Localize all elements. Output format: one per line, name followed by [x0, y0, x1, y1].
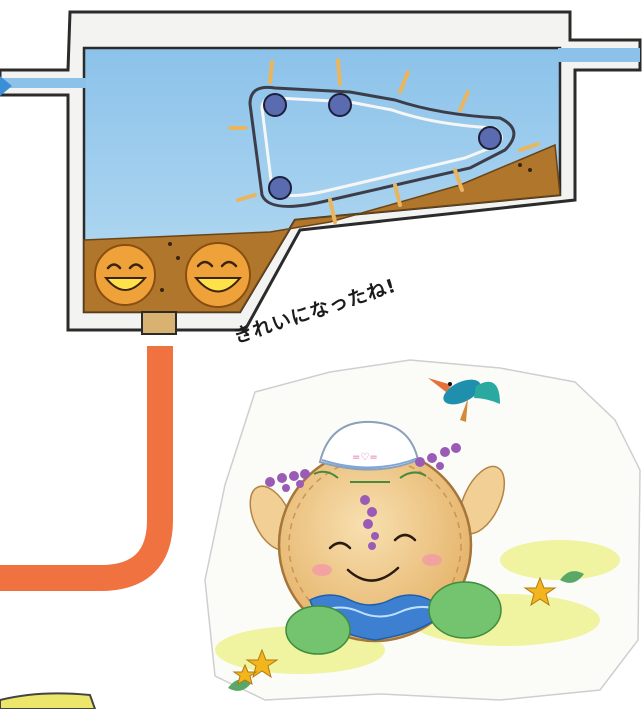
- smile-microbe-icon: [94, 244, 156, 306]
- partial-figure: [0, 692, 97, 710]
- svg-text:=♡=: =♡=: [352, 452, 378, 463]
- sprocket: [263, 93, 287, 117]
- conveyor-loop: [248, 85, 516, 208]
- scraper-flights: [228, 58, 540, 224]
- sprocket: [478, 126, 502, 150]
- inlet-pipe-water: [0, 78, 86, 88]
- inlet-arrow-icon: [0, 76, 12, 96]
- sprocket: [268, 176, 292, 200]
- kingfisher-icon: [428, 378, 500, 422]
- sprocket-group: [263, 93, 502, 200]
- green-leaves: [228, 571, 584, 691]
- process-flow-pipe: [0, 346, 173, 591]
- sludge-dots: [160, 163, 532, 292]
- wisteria-icon: [265, 443, 461, 550]
- outlet-pipe-water: [558, 48, 640, 62]
- smile-microbe-icon: [185, 242, 251, 308]
- sludge-outlet: [141, 311, 177, 335]
- star-flower-icon: [232, 576, 557, 686]
- sedimentation-tank: [0, 10, 642, 335]
- sprocket: [328, 93, 352, 117]
